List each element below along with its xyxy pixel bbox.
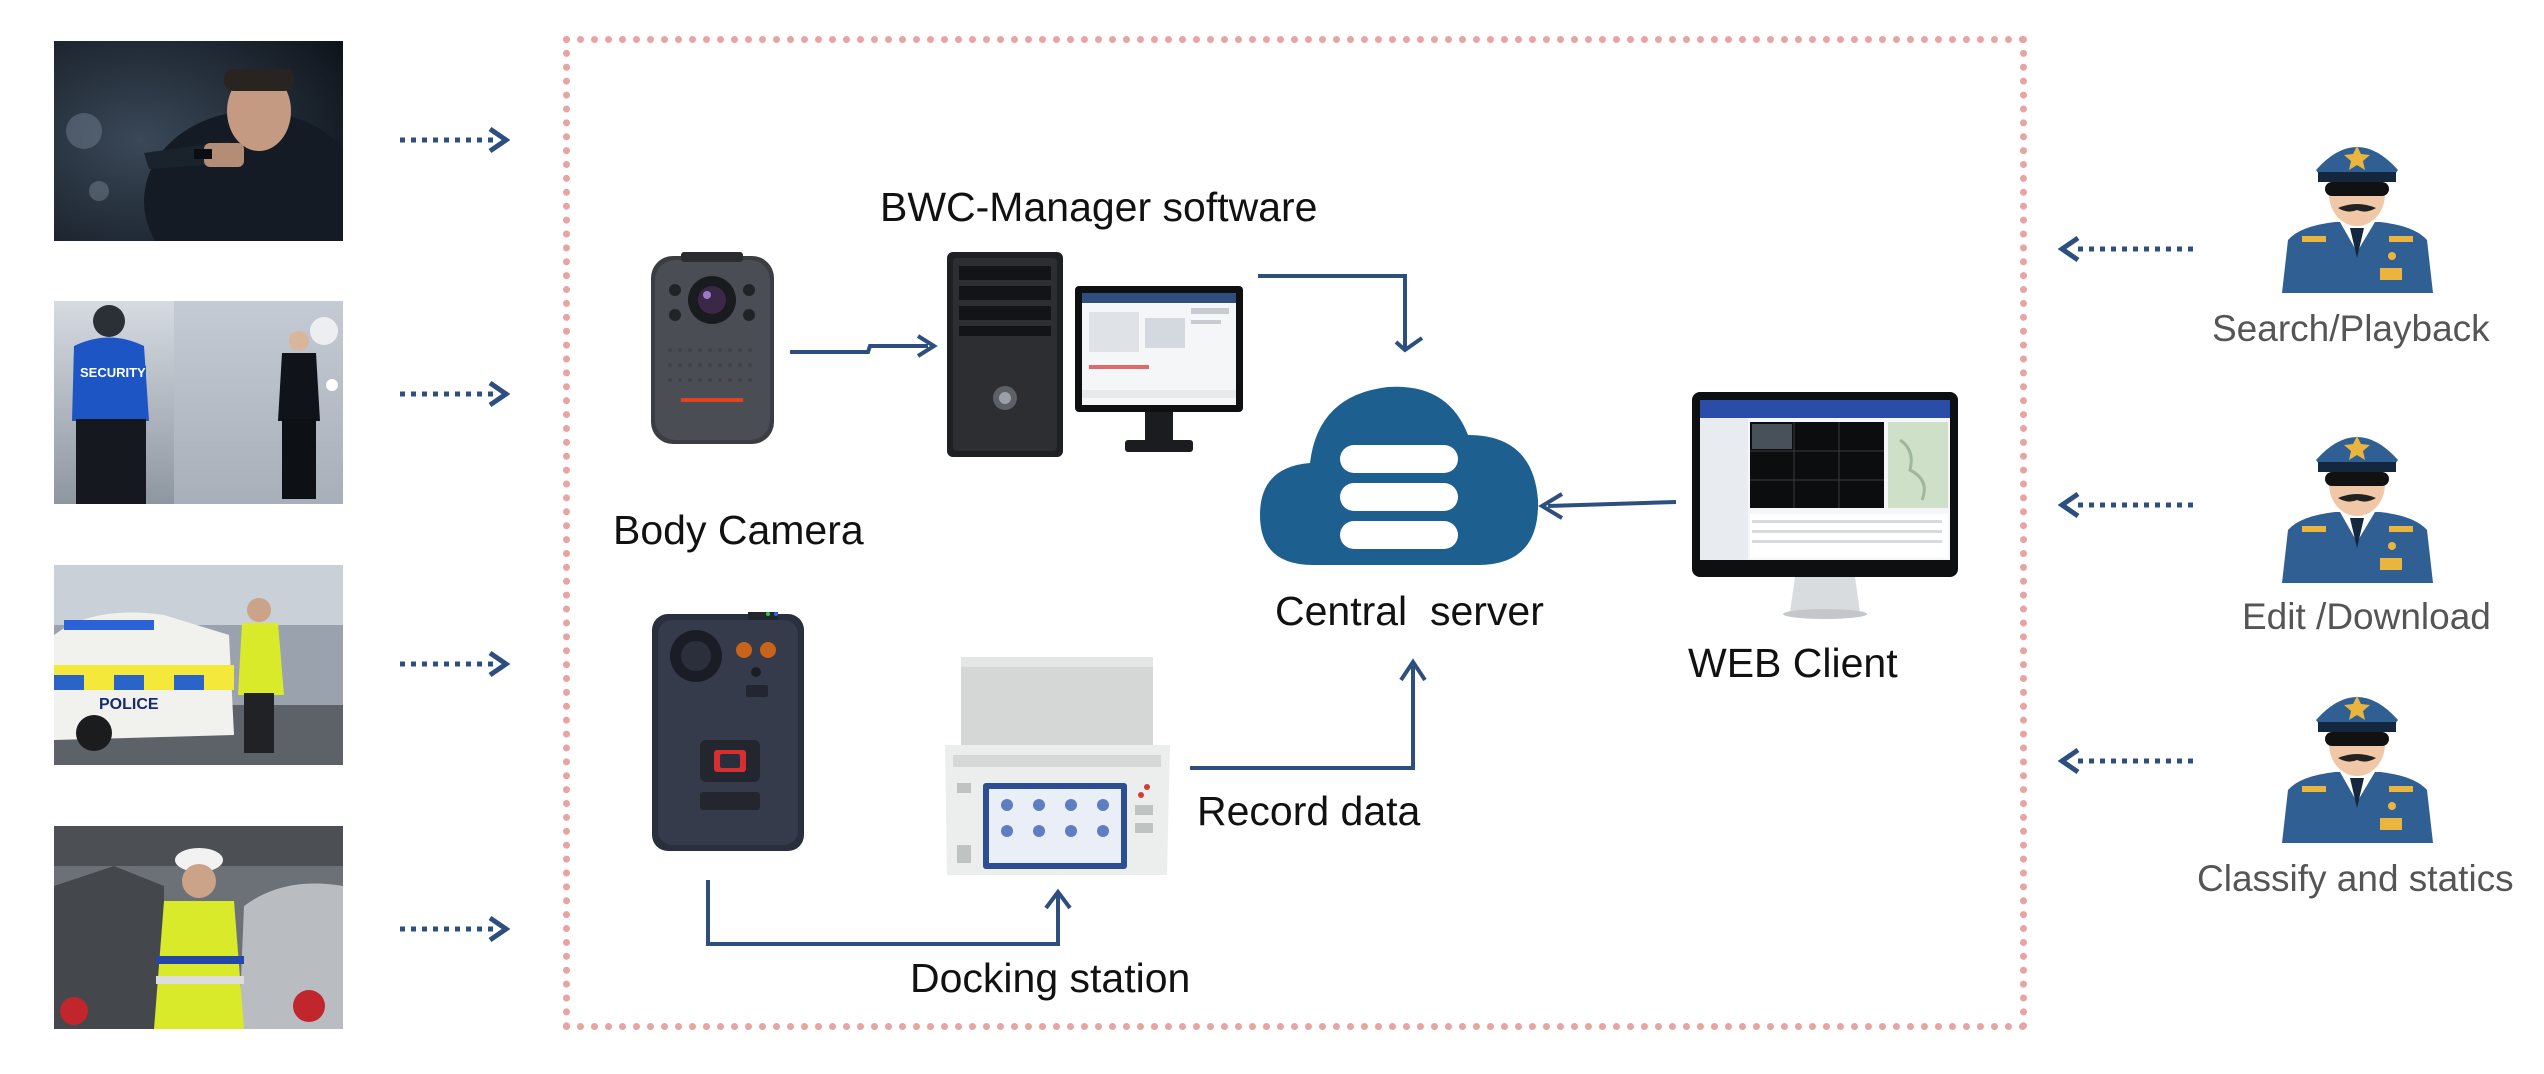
record-data-label: Record data xyxy=(1197,788,1421,834)
security-guards-photo: SECURITY xyxy=(54,301,343,504)
body-camera-label: Body Camera xyxy=(613,507,864,553)
web-client-label: WEB Client xyxy=(1688,640,1898,686)
docking-station-icon xyxy=(945,657,1170,875)
scene-photo-1 xyxy=(54,41,343,241)
dotted-arrow-right-3 xyxy=(400,650,510,678)
security-badge-text: SECURITY xyxy=(80,365,146,380)
dotted-arrow-right-4 xyxy=(400,915,510,943)
web-client-monitor-icon xyxy=(1692,392,1958,619)
dotted-arrow-right-2 xyxy=(400,380,510,408)
body-camera-2-device-icon xyxy=(652,612,804,851)
central-server-label: Central server xyxy=(1275,588,1544,634)
docking-station-label: Docking station xyxy=(910,955,1191,1001)
officer-aiming-gun-photo xyxy=(54,41,343,241)
bwc-manager-label: BWC-Manager software xyxy=(880,184,1318,230)
scene-photo-2: SECURITY xyxy=(54,301,343,504)
cloud-server-icon xyxy=(1260,386,1539,565)
system-boundary-box xyxy=(563,36,2027,1030)
search-playback-label: Search/Playback xyxy=(2212,308,2490,349)
edit-download-label: Edit /Download xyxy=(2242,596,2491,637)
dotted-arrow-right-1 xyxy=(400,126,510,154)
dotted-arrow-left-3 xyxy=(2058,747,2198,775)
police-officer-3-icon xyxy=(2282,696,2433,843)
traffic-officer-photo xyxy=(54,826,343,1029)
police-officer-icon xyxy=(2282,146,2433,293)
body-camera-device-icon xyxy=(651,252,774,444)
police-car-text: POLICE xyxy=(99,696,159,713)
scene-photo-3: POLICE xyxy=(54,565,343,765)
pc-workstation-icon xyxy=(947,252,1243,457)
police-car-officer-photo: POLICE xyxy=(54,565,343,765)
dotted-arrow-left-1 xyxy=(2058,235,2198,263)
classify-statics-label: Classify and statics xyxy=(2197,858,2514,899)
scene-photo-4 xyxy=(54,826,343,1029)
police-officer-2-icon xyxy=(2282,436,2433,583)
dotted-arrow-left-2 xyxy=(2058,491,2198,519)
